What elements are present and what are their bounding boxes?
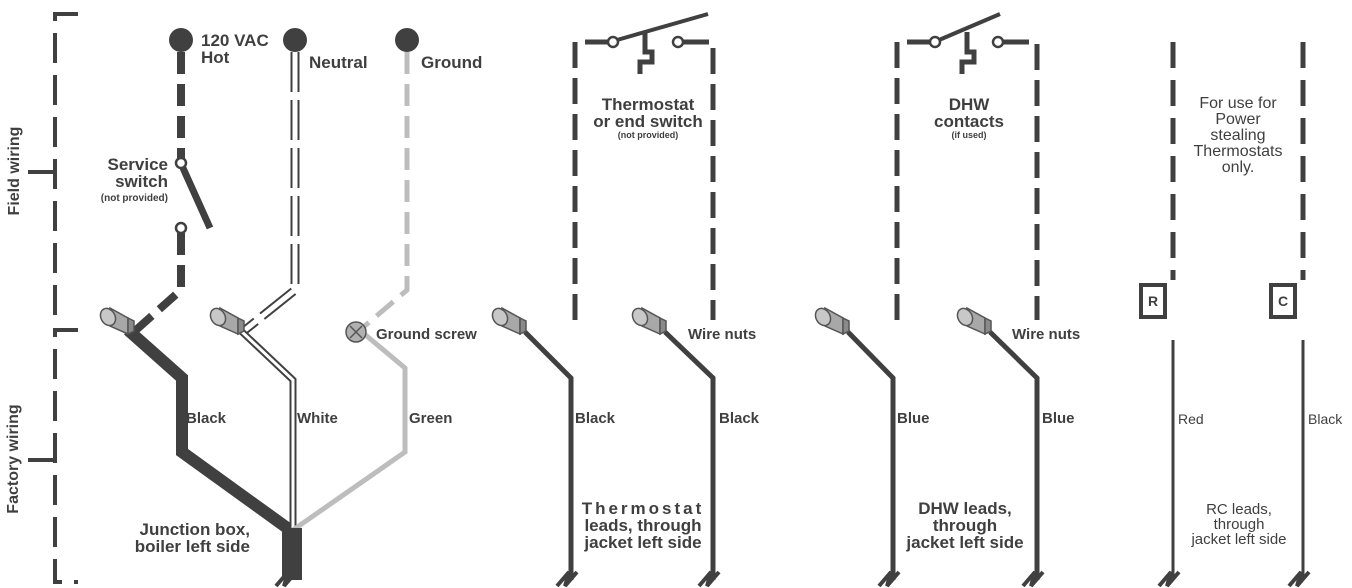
dhw-wire-nuts-label: Wire nuts [1012,326,1081,343]
ground-screw-icon [345,321,367,343]
rc-break-1-icon [1157,570,1181,588]
c-terminal: C [1269,283,1297,319]
rc-lead-2-label: Black [1308,411,1343,427]
power-factory-wires [124,325,408,580]
dhw-lead-2-label: Blue [1042,410,1075,427]
field-wiring-bracket [28,12,78,322]
hot-wire [133,28,214,333]
rc-lead-1-label: Red [1178,411,1204,427]
hot-wire-nut-icon [96,304,135,335]
thermostat-lead-1-label: Black [575,410,616,427]
dhw-wire-nut-2-icon [953,304,992,335]
thermostat-break-1-icon [555,570,579,588]
neutral-label: Neutral [309,53,368,72]
service-switch-note: (not provided) [100,193,168,204]
dhw-note: (if used) [951,130,987,140]
thermostat-leads [523,330,716,580]
dhw-break-2-icon [1021,570,1045,588]
thermostat-switch [572,12,716,320]
thermostat-wire-nut-2-icon [628,304,667,335]
thermostat-note: (not provided) [617,130,679,140]
thermostat-wire-nut-1-icon [488,304,527,335]
ground-label: Ground [421,53,483,72]
dhw-lead-1-label: Blue [897,410,930,427]
thermostat-wire-nuts-label: Wire nuts [688,326,757,343]
dhw-switch [894,12,1040,320]
field-wiring-label: Field wiring [6,126,23,216]
neutral-wire-nut-icon [206,304,245,335]
dhw-break-1-icon [877,570,901,588]
thermostat-lead-2-label: Black [719,410,760,427]
green-wire-label: Green [409,410,453,427]
r-terminal: R [1139,283,1167,319]
neutral-wire [242,28,307,334]
ground-screw-label: Ground screw [376,326,477,343]
factory-wiring-bracket [28,328,78,584]
rc-wires [1170,42,1306,580]
dhw-leads [846,330,1040,580]
factory-wiring-label: Factory wiring [5,404,22,514]
dhw-wire-nut-1-icon [811,304,850,335]
rc-break-2-icon [1287,570,1311,588]
ground-wire [358,28,419,332]
thermostat-break-2-icon [697,570,721,588]
junction-box-label: Junction box,boiler left side [134,520,250,556]
white-wire-label: White [297,410,338,427]
black-wire-label: Black [186,410,227,427]
